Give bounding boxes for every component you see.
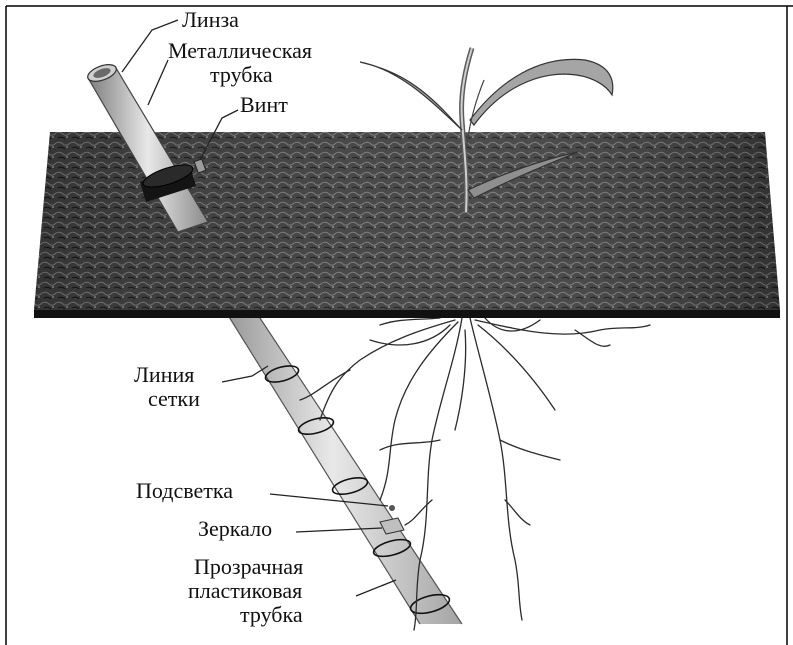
label-grid-line-line1: Линия: [134, 362, 194, 387]
label-metal-tube-line2: трубка: [210, 62, 273, 87]
label-lens: Линза: [182, 7, 239, 32]
label-grid-line-line2: сетки: [148, 386, 200, 411]
label-illumination: Подсветка: [136, 478, 233, 503]
label-plastic-tube-line1: Прозрачная: [194, 554, 303, 579]
illumination-lamp: [389, 505, 395, 511]
label-metal-tube-line1: Металлическая: [168, 38, 312, 63]
label-plastic-tube-line2: пластиковая: [188, 578, 302, 603]
label-plastic-tube-line3: трубка: [240, 602, 303, 627]
label-mirror: Зеркало: [198, 516, 272, 541]
label-screw: Винт: [240, 92, 288, 117]
